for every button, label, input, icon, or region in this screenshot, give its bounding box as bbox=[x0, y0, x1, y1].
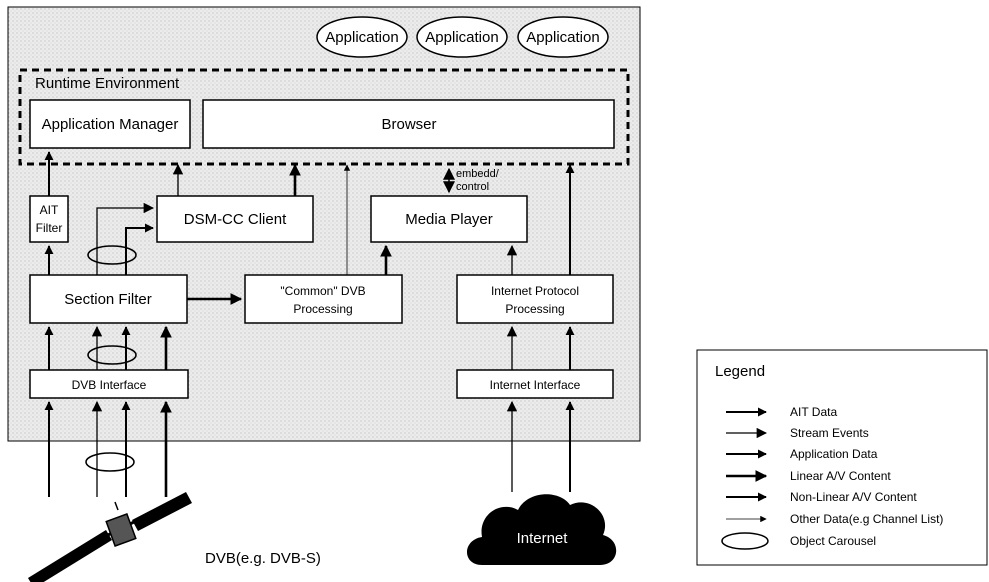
runtime-environment-title: Runtime Environment bbox=[35, 75, 180, 92]
connector-arrows bbox=[44, 151, 575, 497]
section-filter-box bbox=[29, 274, 188, 324]
dvb-interface-box bbox=[29, 369, 189, 399]
browser-box bbox=[202, 99, 615, 149]
internet-interface-label: Internet Interface bbox=[490, 378, 581, 392]
legend-label: AIT Data bbox=[790, 405, 837, 419]
common-dvb-label-line2: Processing bbox=[293, 302, 352, 316]
satellite-icon bbox=[28, 492, 192, 582]
application-label: Application bbox=[425, 29, 498, 46]
common-dvb-processing-box bbox=[244, 274, 403, 324]
object-carousel-marker bbox=[85, 452, 135, 472]
legend-label: Object Carousel bbox=[790, 534, 876, 548]
legend-label: Other Data(e.g Channel List) bbox=[790, 512, 943, 526]
legend-item: Object Carousel bbox=[721, 532, 876, 550]
legend-item: Application Data bbox=[726, 447, 878, 461]
application-manager-box bbox=[29, 99, 191, 149]
application-label: Application bbox=[526, 29, 599, 46]
section-filter-label: Section Filter bbox=[64, 291, 152, 308]
dsmcc-client-box bbox=[156, 195, 314, 243]
legend-title: Legend bbox=[715, 363, 765, 380]
dvb-interface-label: DVB Interface bbox=[72, 378, 147, 392]
dvb-source-label: DVB(e.g. DVB-S) bbox=[205, 550, 321, 567]
internet-source-label: Internet bbox=[517, 530, 569, 547]
browser-label: Browser bbox=[381, 116, 436, 133]
internet-cloud-icon bbox=[467, 494, 617, 565]
media-player-box bbox=[370, 195, 528, 243]
dsmcc-client-label: DSM-CC Client bbox=[184, 211, 287, 228]
ait-filter-label-line1: AIT bbox=[40, 203, 59, 217]
legend-item: Stream Events bbox=[726, 426, 869, 440]
common-dvb-label-line1: "Common" DVB bbox=[280, 284, 365, 298]
legend-item: Other Data(e.g Channel List) bbox=[726, 512, 943, 526]
legend-label: Stream Events bbox=[790, 426, 869, 440]
application-label: Application bbox=[325, 29, 398, 46]
application-ellipse: Application bbox=[316, 16, 408, 58]
embedd-control-label-line2: control bbox=[456, 181, 489, 193]
application-ellipse: Application bbox=[517, 16, 609, 58]
application-manager-label: Application Manager bbox=[42, 116, 179, 133]
ait-filter-box bbox=[29, 195, 69, 243]
object-carousel-marker bbox=[87, 345, 137, 365]
ait-filter-label-line2: Filter bbox=[36, 221, 63, 235]
legend-item: Non-Linear A/V Content bbox=[726, 490, 917, 504]
legend-box bbox=[696, 349, 988, 566]
internet-interface-box bbox=[456, 369, 614, 399]
media-player-label: Media Player bbox=[405, 211, 493, 228]
application-ellipse: Application bbox=[416, 16, 508, 58]
ip-processing-box bbox=[456, 274, 614, 324]
legend-label: Linear A/V Content bbox=[790, 469, 891, 483]
receiver-panel bbox=[7, 6, 641, 442]
ip-processing-label-line1: Internet Protocol bbox=[491, 284, 579, 298]
legend-label: Application Data bbox=[790, 447, 878, 461]
runtime-environment-box bbox=[18, 68, 630, 166]
legend-label: Non-Linear A/V Content bbox=[790, 490, 917, 504]
embedd-control-label-line1: embedd/ bbox=[456, 168, 500, 180]
ip-processing-label-line2: Processing bbox=[505, 302, 564, 316]
object-carousel-marker bbox=[87, 245, 137, 265]
legend-item: Linear A/V Content bbox=[726, 469, 891, 483]
legend-item: AIT Data bbox=[726, 405, 837, 419]
